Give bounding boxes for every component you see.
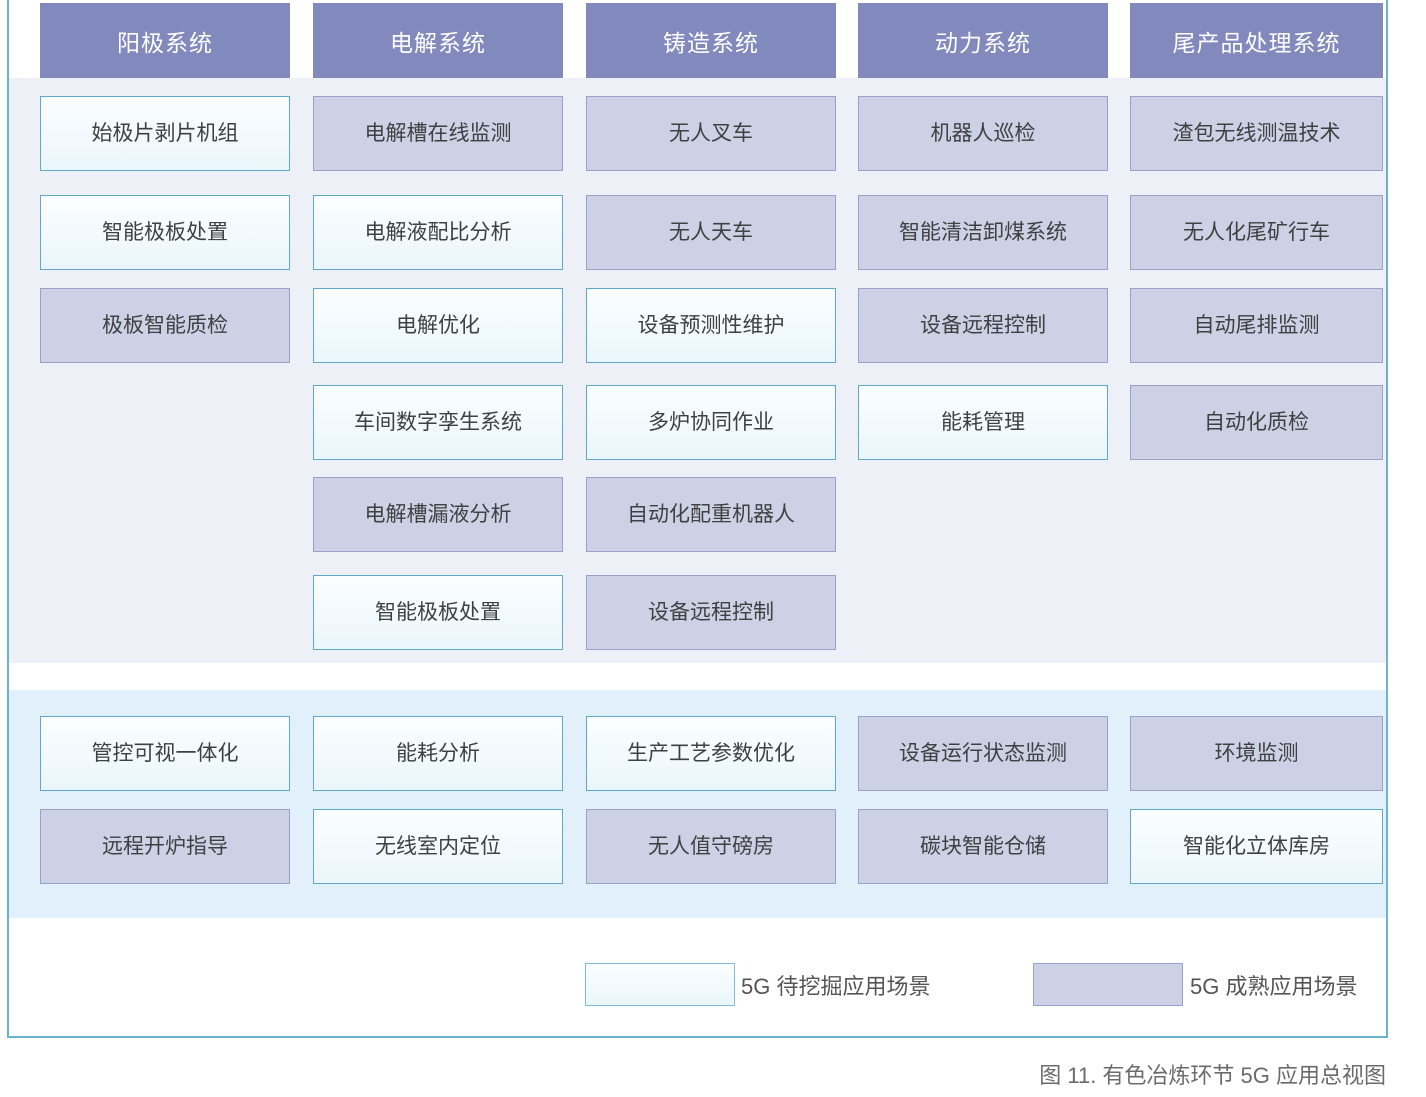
column-header-5: 尾产品处理系统 bbox=[1130, 3, 1383, 78]
column-header-1: 阳极系统 bbox=[40, 3, 290, 78]
common-application-cell[interactable]: 碳块智能仓储 bbox=[858, 809, 1108, 884]
application-cell[interactable]: 自动化质检 bbox=[1130, 385, 1383, 460]
application-cell[interactable]: 电解槽在线监测 bbox=[313, 96, 563, 171]
column-headers: 阳极系统电解系统铸造系统动力系统尾产品处理系统 bbox=[0, 0, 1426, 78]
legend-label-emerging: 5G 待挖掘应用场景 bbox=[741, 973, 931, 999]
column-header-4: 动力系统 bbox=[858, 3, 1108, 78]
application-cell[interactable]: 智能极板处置 bbox=[40, 195, 290, 270]
common-application-cell[interactable]: 能耗分析 bbox=[313, 716, 563, 791]
application-cell[interactable]: 无人化尾矿行车 bbox=[1130, 195, 1383, 270]
legend: 5G 待挖掘应用场景 5G 成熟应用场景 bbox=[0, 955, 1426, 1015]
application-cell[interactable]: 设备预测性维护 bbox=[586, 288, 836, 363]
common-application-cell[interactable]: 管控可视一体化 bbox=[40, 716, 290, 791]
legend-swatch-mature bbox=[1033, 963, 1183, 1006]
application-cell[interactable]: 设备远程控制 bbox=[858, 288, 1108, 363]
application-cell[interactable]: 智能极板处置 bbox=[313, 575, 563, 650]
common-application-cell[interactable]: 设备运行状态监测 bbox=[858, 716, 1108, 791]
application-cell[interactable]: 能耗管理 bbox=[858, 385, 1108, 460]
application-cell[interactable]: 无人天车 bbox=[586, 195, 836, 270]
common-application-cell[interactable]: 无人值守磅房 bbox=[586, 809, 836, 884]
application-cell[interactable]: 电解液配比分析 bbox=[313, 195, 563, 270]
application-cell[interactable]: 多炉协同作业 bbox=[586, 385, 836, 460]
application-cell[interactable]: 电解优化 bbox=[313, 288, 563, 363]
application-cell[interactable]: 车间数字孪生系统 bbox=[313, 385, 563, 460]
application-cell[interactable]: 电解槽漏液分析 bbox=[313, 477, 563, 552]
application-cell[interactable]: 极板智能质检 bbox=[40, 288, 290, 363]
frame-left-edge bbox=[7, 0, 9, 1038]
application-cell[interactable]: 渣包无线测温技术 bbox=[1130, 96, 1383, 171]
application-cell[interactable]: 无人叉车 bbox=[586, 96, 836, 171]
legend-label-mature: 5G 成熟应用场景 bbox=[1190, 973, 1358, 999]
column-header-2: 电解系统 bbox=[313, 3, 563, 78]
application-cell[interactable]: 机器人巡检 bbox=[858, 96, 1108, 171]
figure-caption: 图 11. 有色冶炼环节 5G 应用总视图 bbox=[1039, 1063, 1386, 1088]
application-cell[interactable]: 始极片剥片机组 bbox=[40, 96, 290, 171]
application-cell[interactable]: 自动化配重机器人 bbox=[586, 477, 836, 552]
common-application-cell[interactable]: 无线室内定位 bbox=[313, 809, 563, 884]
application-cell[interactable]: 智能清洁卸煤系统 bbox=[858, 195, 1108, 270]
application-cell[interactable]: 设备远程控制 bbox=[586, 575, 836, 650]
common-application-cell[interactable]: 生产工艺参数优化 bbox=[586, 716, 836, 791]
application-cell[interactable]: 自动尾排监测 bbox=[1130, 288, 1383, 363]
column-header-3: 铸造系统 bbox=[586, 3, 836, 78]
legend-swatch-emerging bbox=[585, 963, 735, 1006]
process-systems-band bbox=[9, 78, 1386, 663]
common-application-cell[interactable]: 智能化立体库房 bbox=[1130, 809, 1383, 884]
common-application-cell[interactable]: 远程开炉指导 bbox=[40, 809, 290, 884]
common-application-cell[interactable]: 环境监测 bbox=[1130, 716, 1383, 791]
